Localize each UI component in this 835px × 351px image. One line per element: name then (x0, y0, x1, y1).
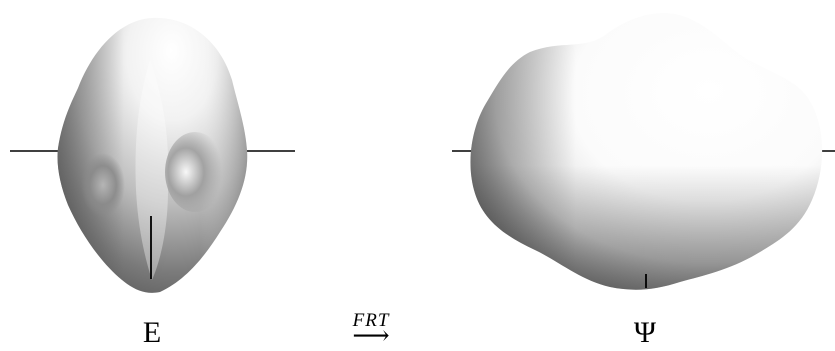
shape-e (10, 18, 295, 293)
transform-arrow: ⟶ (352, 321, 389, 350)
label-psi: Ψ (634, 316, 657, 349)
shape-psi (452, 13, 835, 290)
surface-left-shading-psi (470, 13, 822, 290)
cavity-right-e (165, 132, 225, 212)
cavity-left-e (81, 153, 125, 217)
label-e: E (143, 316, 161, 349)
